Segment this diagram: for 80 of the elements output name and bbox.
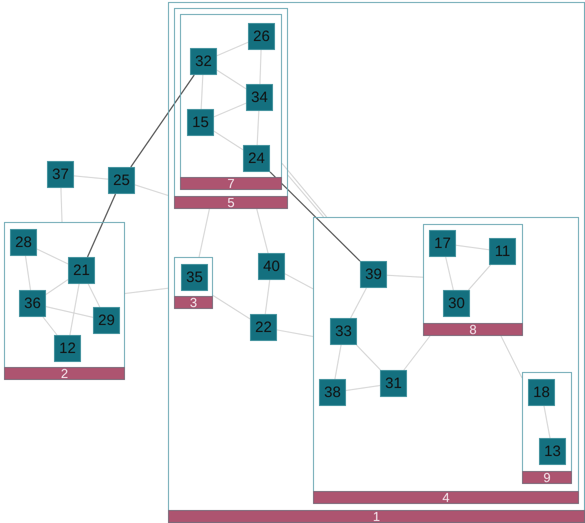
connector-line [270, 171, 360, 262]
connector-line [544, 406, 550, 438]
node-box: 25 [108, 167, 135, 194]
group-label-bar: 3 [174, 296, 213, 309]
connector-line [456, 244, 490, 250]
connector-line [124, 288, 168, 294]
connector-line [334, 344, 342, 380]
connector-line [36, 248, 68, 264]
node-box: 18 [528, 379, 555, 406]
group-box [313, 217, 579, 504]
group-label-bar: 7 [180, 177, 282, 190]
node-box: 15 [187, 109, 214, 136]
connector-line [500, 336, 522, 378]
group-label-bar: 5 [174, 196, 288, 209]
connector-line [282, 162, 328, 218]
connector-line [46, 306, 94, 318]
group-box [423, 224, 523, 336]
node-box: 33 [330, 318, 357, 345]
connector-line [264, 280, 270, 314]
connector-line [134, 184, 168, 196]
connector-line [276, 329, 314, 337]
node-box: 32 [190, 48, 217, 75]
connector-line [256, 110, 260, 146]
connector-line [256, 208, 269, 254]
connector-line [42, 316, 58, 336]
node-box: 35 [181, 264, 208, 291]
connector-line [346, 385, 380, 391]
connector-line [86, 194, 116, 258]
connector-line [259, 50, 262, 84]
group-label-bar: 4 [313, 491, 579, 504]
connector-line [350, 288, 367, 318]
node-box: 29 [93, 307, 120, 334]
group-box [180, 14, 282, 190]
group-label-bar: 8 [423, 323, 523, 336]
node-box: 30 [443, 290, 470, 317]
connector-line [212, 294, 250, 320]
node-box: 24 [243, 145, 270, 172]
node-box: 28 [10, 229, 37, 256]
connector-line [214, 130, 244, 150]
connector-line [60, 188, 62, 222]
connector-line [46, 279, 68, 295]
connector-line [198, 208, 210, 258]
node-box: 39 [360, 261, 387, 288]
node-box: 26 [248, 23, 275, 50]
connector-line [356, 344, 382, 370]
node-box: 12 [54, 335, 81, 362]
connector-line [200, 74, 204, 110]
connector-line [445, 256, 454, 290]
connector-line [468, 264, 492, 290]
group-box [522, 372, 572, 484]
node-box: 37 [47, 161, 74, 188]
group-label-bar: 9 [522, 471, 572, 484]
connector-line [403, 336, 430, 370]
connector-line [74, 175, 108, 180]
node-box: 21 [68, 257, 95, 284]
connector-line [214, 102, 246, 118]
node-box: 40 [258, 253, 285, 280]
group-label-bar: 2 [4, 367, 125, 380]
node-box: 11 [489, 238, 516, 265]
node-box: 17 [429, 230, 456, 257]
node-box: 36 [19, 290, 46, 317]
connector-line [216, 42, 248, 56]
group-box [168, 2, 585, 523]
connector-line [386, 274, 424, 278]
node-box: 13 [539, 438, 566, 465]
group-box [4, 222, 125, 380]
node-box: 38 [319, 379, 346, 406]
connector-line [288, 174, 324, 218]
connector-line [88, 284, 100, 308]
group-box [174, 257, 213, 309]
connector-line [25, 256, 31, 290]
connector-line [284, 273, 314, 290]
connector-line [216, 70, 246, 90]
connector-line [69, 284, 80, 336]
node-box: 22 [250, 314, 277, 341]
group-label-bar: 1 [168, 510, 585, 523]
node-box: 34 [246, 84, 273, 111]
connector-line [130, 74, 195, 168]
node-box: 31 [380, 370, 407, 397]
group-box [174, 8, 288, 209]
